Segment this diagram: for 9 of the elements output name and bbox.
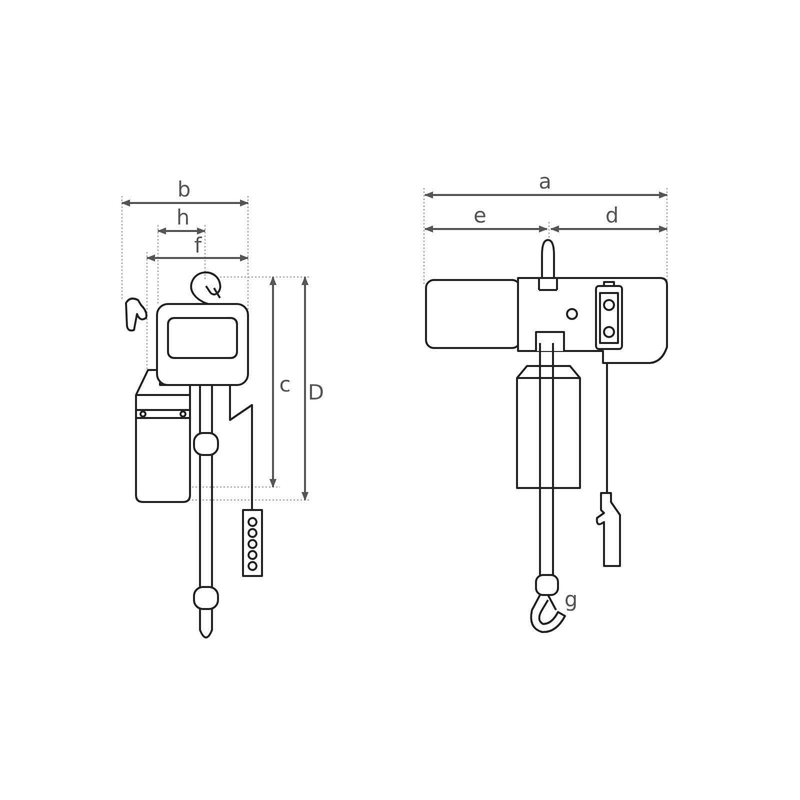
- dimension-letter: D: [308, 382, 324, 404]
- dimension-letter: e: [474, 206, 486, 226]
- dimension-letter: f: [194, 236, 202, 256]
- dimension-letter: b: [177, 180, 191, 200]
- dimension-letter: d: [605, 206, 619, 226]
- dimension-letter: a: [538, 172, 552, 192]
- dimension-letter: c: [279, 374, 291, 396]
- dimension-letter: h: [176, 208, 190, 228]
- dimension-letter: g: [564, 590, 578, 610]
